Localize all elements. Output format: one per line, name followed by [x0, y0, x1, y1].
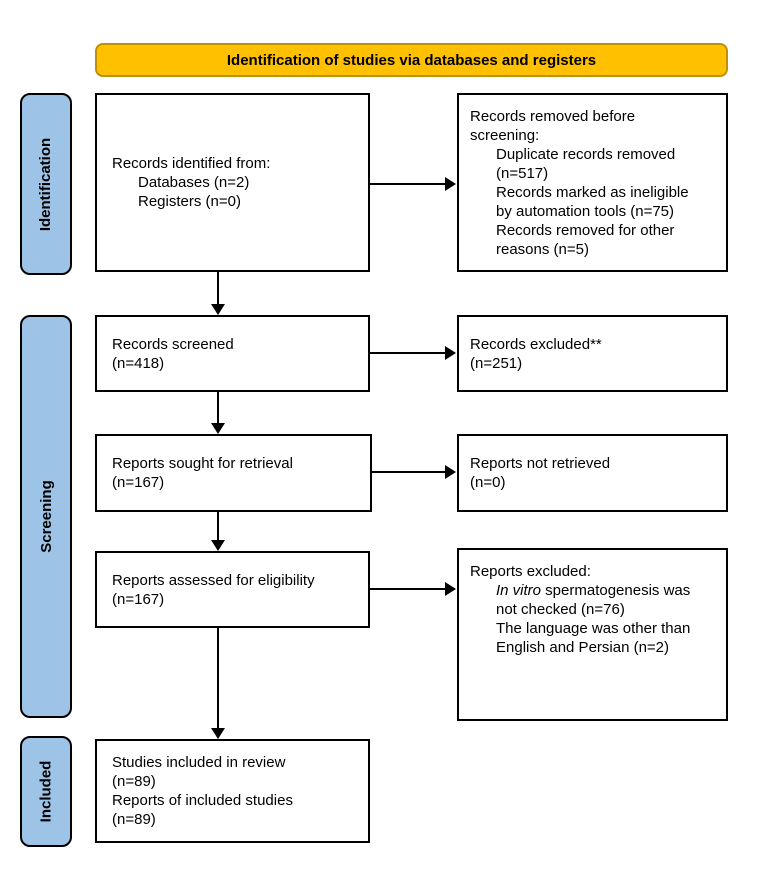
- header-banner-label: Identification of studies via databases …: [226, 51, 597, 69]
- stage-screening: Screening: [20, 315, 72, 718]
- stage-label: Screening: [37, 480, 55, 553]
- text-line: (n=167): [112, 590, 165, 608]
- text-line: Duplicate records removed: [496, 145, 676, 163]
- text-line: The language was other than: [496, 620, 691, 637]
- arrow-right-head-1: [445, 177, 456, 191]
- text-line: In vitro spermatogenesis was: [496, 582, 691, 599]
- arrow-right-line-3: [372, 471, 445, 473]
- stage-label: Included: [37, 760, 55, 823]
- arrow-down-line-1: [217, 272, 219, 304]
- arrow-down-head-2: [211, 423, 225, 434]
- text-line: Records screened: [112, 335, 234, 353]
- text-line: not checked (n=76): [496, 601, 625, 618]
- arrow-down-line-4: [217, 628, 219, 728]
- text-line: (n=167): [112, 474, 165, 491]
- text-line: (n=0): [470, 474, 506, 491]
- text-line: (n=517): [496, 164, 549, 182]
- stage-label: Identification: [37, 137, 55, 231]
- arrow-down-head-1: [211, 304, 225, 315]
- arrow-right-head-3: [445, 465, 456, 479]
- arrow-right-line-1: [370, 183, 445, 185]
- text-line: Records removed for other: [496, 221, 675, 239]
- box-records-excluded: Records excluded**(n=251): [457, 315, 728, 392]
- text-line: Records removed before: [470, 107, 636, 125]
- text-line: Studies included in review: [112, 754, 286, 771]
- text-line: Reports excluded:: [470, 563, 591, 580]
- text-line: Reports not retrieved: [470, 455, 611, 472]
- stage-included: Included: [20, 736, 72, 847]
- text-line: Reports of included studies: [112, 792, 293, 809]
- text-line: by automation tools (n=75): [496, 202, 675, 220]
- text-line: screening:: [470, 126, 540, 144]
- arrow-right-line-4: [370, 588, 445, 590]
- text-line: (n=251): [470, 354, 523, 372]
- box-reports-excluded: Reports excluded: In vitro spermatogenesi…: [457, 548, 728, 721]
- text-line: Records marked as ineligible: [496, 183, 689, 201]
- arrow-down-line-3: [217, 512, 219, 540]
- text-line: (n=89): [112, 773, 156, 790]
- text-line: Reports sought for retrieval: [112, 455, 293, 472]
- text-line: Reports assessed for eligibility: [112, 571, 315, 589]
- text-line: reasons (n=5): [496, 240, 589, 258]
- stage-identification: Identification: [20, 93, 72, 275]
- header-banner: Identification of studies via databases …: [95, 43, 728, 77]
- text-line: Records identified from:: [112, 155, 271, 172]
- arrow-down-line-2: [217, 392, 219, 423]
- box-records-screened: Records screened(n=418): [95, 315, 370, 392]
- box-reports-not-retrieved: Reports not retrieved (n=0): [457, 434, 728, 512]
- box-studies-included: Studies included in review (n=89) Reports …: [95, 739, 370, 843]
- text-line: Records excluded**: [470, 335, 602, 353]
- box-reports-assessed: Reports assessed for eligibility(n=167): [95, 551, 370, 628]
- text-line: (n=418): [112, 354, 165, 372]
- arrow-down-head-4: [211, 728, 225, 739]
- arrow-right-head-4: [445, 582, 456, 596]
- box-reports-sought: Reports sought for retrieval (n=167): [95, 434, 372, 512]
- text-line: English and Persian (n=2): [496, 639, 670, 656]
- text-line: Registers (n=0): [138, 193, 241, 210]
- arrow-right-head-2: [445, 346, 456, 360]
- box-records-identified: Records identified from: Databases (n=2) R…: [95, 93, 370, 272]
- text-line: Databases (n=2): [138, 174, 250, 191]
- arrow-down-head-3: [211, 540, 225, 551]
- arrow-right-line-2: [370, 352, 445, 354]
- text-line: (n=89): [112, 811, 156, 828]
